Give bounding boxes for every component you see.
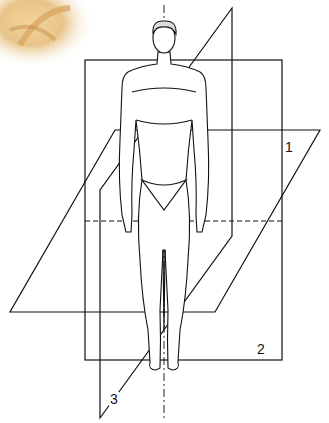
callout-number: 2	[256, 342, 266, 356]
corner-photo	[0, 0, 90, 65]
callout-number: 3	[109, 392, 119, 406]
callout-number: 1	[284, 140, 294, 154]
female-figure	[119, 21, 208, 370]
sagittal-plane	[100, 8, 232, 418]
